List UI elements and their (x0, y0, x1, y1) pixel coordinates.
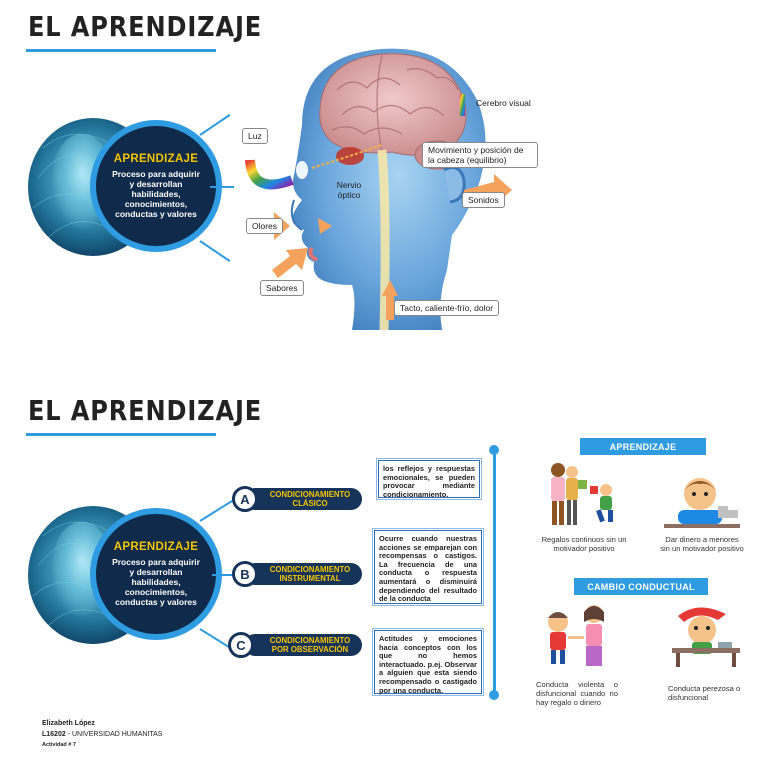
footer-code: L16202 (42, 731, 66, 738)
label-tacto: Tacto, caliente-frío, dolor (394, 300, 500, 316)
footer-author: Elizabeth López (42, 720, 95, 727)
footer-name: Elizabeth López (42, 720, 95, 727)
footer-university-line: L16202 - UNIVERSIDAD HUMANITAS (42, 731, 162, 738)
caption-perezosa: Conducta perezosa o disfuncional (668, 684, 741, 702)
type-c-label: CONDICIONAMIENTO POR OBSERVACIÓN (269, 636, 351, 654)
aprendizaje-definition: Proceso para adquirir y desarrollan habi… (112, 169, 200, 219)
label-cerebro-visual: Cerebro visual (476, 98, 531, 108)
section1-title: EL APRENDIZAJE (28, 10, 263, 43)
illustration-family-gifts (551, 463, 613, 525)
label-olores: Olores (246, 218, 284, 234)
aprendizaje-heading: APRENDIZAJE (113, 541, 199, 553)
type-a-label: CONDICIONAMIENTO CLÁSICO (269, 490, 351, 508)
aprendizaje-definition: Proceso para adquirir y desarrollan habi… (112, 557, 200, 607)
type-b-pill: CONDICIONAMIENTO INSTRUMENTAL (244, 563, 362, 585)
type-b-label: CONDICIONAMIENTO INSTRUMENTAL (269, 565, 351, 583)
section2-title-underline (26, 433, 216, 436)
aprendizaje-heading: APRENDIZAJE (113, 153, 199, 165)
section1-aprendizaje-circle: APRENDIZAJE Proceso para adquirir y desa… (28, 118, 222, 268)
type-b-letter: B (232, 561, 258, 587)
caption-violenta: Conducta violenta o disfuncional cuando … (536, 680, 618, 707)
illustration-child-lazy (672, 607, 740, 667)
section1-title-underline (26, 49, 216, 52)
senses-anatomy-illustration: Luz Nervio óptico Olores Sabores Cerebro… (232, 30, 544, 331)
type-c-description: Actitudes y emociones hacia conceptos co… (374, 630, 482, 694)
section2-aprendizaje-circle: APRENDIZAJE Proceso para adquirir y desa… (28, 506, 222, 656)
label-sabores: Sabores (260, 280, 304, 296)
aprendizaje-definition-circle: APRENDIZAJE Proceso para adquirir y desa… (90, 508, 222, 640)
footer-university: - UNIVERSIDAD HUMANITAS (65, 731, 163, 738)
illustration-child-money (664, 478, 740, 528)
type-a-letter: A (232, 486, 258, 512)
aprendizaje-definition-circle: APRENDIZAJE Proceso para adquirir y desa… (90, 120, 222, 252)
footer-activity: Actividad # 7 (42, 742, 76, 748)
type-c-letter: C (228, 632, 254, 658)
label-luz: Luz (242, 128, 268, 144)
caption-dinero: Dar dinero a menores sin un motivador po… (660, 535, 744, 553)
label-movimiento: Movimiento y posición de la cabeza (equi… (422, 142, 538, 168)
connector-line (210, 186, 234, 188)
label-sonidos: Sonidos (462, 192, 505, 208)
illustration-child-violent (548, 605, 604, 666)
banner-aprendizaje: APRENDIZAJE (580, 438, 706, 455)
type-a-pill: CONDICIONAMIENTO CLÁSICO (244, 488, 362, 510)
section2-title: EL APRENDIZAJE (28, 394, 263, 427)
timeline-line (493, 450, 496, 695)
type-b-description: Ocurre cuando nuestras acciones se empar… (374, 530, 482, 604)
timeline-dot-bottom (489, 690, 499, 700)
caption-regalos: Regalos continuos sin un motivador posit… (541, 535, 627, 553)
label-nervio-optico: Nervio óptico (336, 180, 362, 200)
type-c-pill: CONDICIONAMIENTO POR OBSERVACIÓN (244, 634, 362, 656)
banner-cambio-conductual: CAMBIO CONDUCTUAL (574, 578, 708, 595)
connector-line (212, 574, 236, 576)
type-a-description: los reflejos y respuestas emocionales, s… (378, 460, 480, 499)
